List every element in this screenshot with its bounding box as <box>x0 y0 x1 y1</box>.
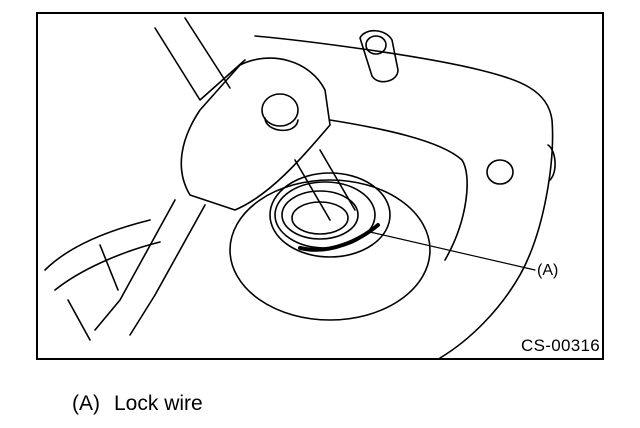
lever-lower-2 <box>129 204 206 336</box>
lever-arm-upper <box>154 27 246 101</box>
housing-inner-edge <box>329 119 468 261</box>
callout-label-a: (A) <box>537 262 559 279</box>
lever-rib <box>67 299 91 341</box>
lock-wire <box>298 223 380 252</box>
legend: (A) Lock wire <box>72 392 203 416</box>
lever-left-edge-2 <box>54 241 161 291</box>
bolt-shank <box>264 117 299 132</box>
seal-lip <box>291 201 349 235</box>
outer-boss <box>229 179 431 321</box>
figure-code: CS-00316 <box>521 336 600 355</box>
legend-key: (A) <box>72 392 100 415</box>
lever-lower <box>94 199 176 331</box>
lever-left-edge <box>44 219 151 271</box>
housing-hole <box>486 159 514 185</box>
bolt-head <box>261 93 299 127</box>
top-boss <box>359 29 399 83</box>
housing-tab <box>547 144 556 181</box>
callout-leader <box>369 231 536 271</box>
lever-rib-2 <box>99 244 119 291</box>
housing-outline <box>254 35 554 359</box>
figure-frame <box>36 12 604 360</box>
lever-body <box>180 57 331 211</box>
legend-text: Lock wire <box>114 392 203 415</box>
seal-outer <box>269 172 391 258</box>
seal-inner <box>281 190 359 240</box>
top-boss-hole <box>365 35 387 55</box>
lever-arm-outer <box>184 17 231 89</box>
